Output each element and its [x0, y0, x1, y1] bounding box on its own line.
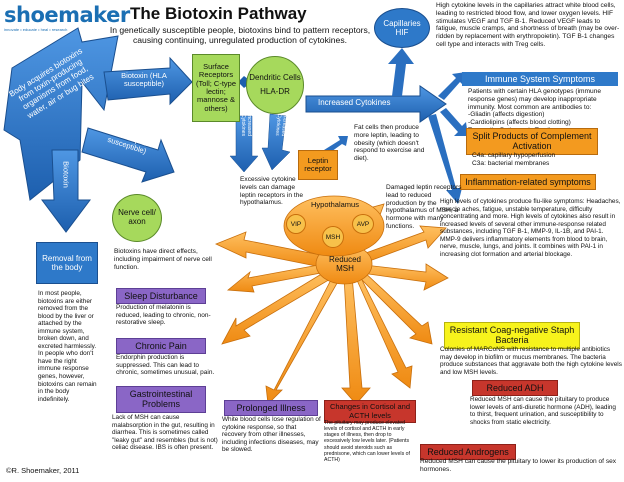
cortisol-title: Changes in Cortisol and ACTH levels — [324, 400, 416, 424]
pain-title: Chronic Pain — [116, 338, 206, 355]
logo: shoemaker innovate • educate • heal • re… — [4, 3, 130, 32]
copyright: ©R. Shoemaker, 2011 — [6, 466, 80, 475]
cytokine-small-label-1: Increased Cytokines — [240, 114, 252, 136]
split-products-body: C4a: capillary hypoperfusion C3a: bacter… — [472, 152, 622, 168]
inflammation-text: High levels of cytokines produce flu-lik… — [440, 198, 621, 258]
adh-title: Reduced ADH — [472, 380, 558, 397]
biotoxin-arrow-lower — [81, 127, 175, 183]
to-inflammation-arrow — [428, 114, 462, 204]
avp-node: AVP — [352, 214, 374, 234]
dendritic-title: Dendritic Cells — [249, 73, 301, 83]
biotoxin-label-1: Biotoxin (HLA susceptible) — [121, 71, 167, 89]
capillaries-title: Capillaries — [383, 19, 421, 28]
to-immune-arrow — [438, 72, 466, 100]
split-item-1: C4a: capillary hypoperfusion — [472, 152, 556, 159]
dendritic-cells: Dendritic Cells HLA-DR — [246, 56, 304, 114]
msh-starburst — [214, 203, 449, 405]
cortisol-text: The pituitary may produce elevated level… — [324, 420, 410, 463]
sleep-title: Sleep Disturbance — [116, 288, 206, 305]
cytokine-arrow-small-1 — [229, 115, 259, 173]
increased-cytokines-arrow — [305, 85, 447, 123]
staph-text: Colonies of MARCoNS with resistance to m… — [440, 346, 622, 376]
staph-title: Resistant Coag-negative Staph Bacteria — [444, 322, 580, 349]
increased-cytokines-label: Increased Cytokines — [318, 98, 391, 107]
entry-arrow — [3, 27, 119, 201]
androgens-title: Reduced Androgens — [420, 444, 516, 461]
immune-symptoms-text: Patients with certain HLA genotypes (imm… — [468, 88, 602, 111]
immune-item-1: -Gliadin (affects digestion) — [468, 111, 545, 119]
to-capillaries-arrow — [388, 48, 414, 96]
reduced-msh-label: Reduced MSH — [328, 255, 362, 273]
split-item-2: C3a: bacterial membranes — [472, 159, 550, 167]
pain-text: Endorphin production is suppressed. This… — [116, 354, 215, 377]
split-products-title: Split Products of Complement Activation — [466, 128, 598, 155]
capillaries-node: Capillaries HIF — [374, 8, 430, 48]
gi-title: Gastrointestinal Problems — [116, 386, 206, 413]
capillaries-sub: HIF — [395, 28, 409, 37]
illness-text: White blood cells lose regulation of cyt… — [222, 416, 321, 454]
logo-tagline: innovate • educate • heal • research — [4, 27, 68, 32]
surface-receptors-box: Surface Receptors (Toll; C-type lectin; … — [192, 54, 240, 122]
page-title: The Biotoxin Pathway — [130, 4, 307, 23]
leptin-receptor-box: Leptin receptor — [298, 150, 338, 180]
to-split-arrow — [440, 108, 468, 136]
biotoxin-arrow-upper — [103, 56, 193, 106]
adh-text: Reduced MSH can cause the pituitary to p… — [470, 396, 616, 426]
immune-symptoms-title: Immune System Symptoms — [462, 72, 618, 87]
biotoxin-label-down: Biotoxin — [61, 161, 71, 188]
fat-cells-text: Fat cells then produce more leptin, lead… — [354, 124, 425, 163]
sleep-text: Production of melatonin is reduced, lead… — [116, 304, 211, 327]
leptin-to-fat-arrow — [324, 136, 348, 154]
androgens-text: Reduced MSH can cause the pituitary to l… — [420, 458, 617, 473]
biotoxins-direct-text: Biotoxins have direct effects, including… — [114, 248, 212, 271]
logo-text: shoemaker — [4, 3, 130, 27]
removal-title: Removal from the body — [36, 242, 98, 284]
msh-node: MSH — [322, 226, 344, 248]
excessive-cytokine-text: Excessive cytokine levels can damage lep… — [240, 176, 304, 207]
nerve-cell-node: Nerve cell/ axon — [112, 194, 162, 242]
dendritic-sub: HLA-DR — [260, 86, 290, 96]
immune-item-2: -Cardiolipins (affects blood clotting) — [468, 119, 571, 127]
cytokine-arrow-small-2 — [261, 113, 291, 171]
illness-title: Prolonged Illness — [224, 400, 318, 417]
capillaries-text: High cytokine levels in the capillaries … — [436, 2, 620, 48]
biotoxin-arrow-down — [41, 149, 91, 233]
page-subtitle: In genetically susceptible people, bioto… — [109, 25, 371, 46]
hypothalamus-title: Hypothalamus — [311, 200, 359, 209]
gi-text: Lack of MSH can cause malabsorption in t… — [112, 414, 218, 452]
removal-text: In most people, biotoxins are either rem… — [38, 290, 97, 403]
damaged-leptin-text: Damaged leptin receptors lead to reduced… — [386, 184, 462, 230]
inflammation-title: Inflammation-related symptoms — [460, 174, 596, 191]
vip-node: VIP — [286, 214, 306, 234]
